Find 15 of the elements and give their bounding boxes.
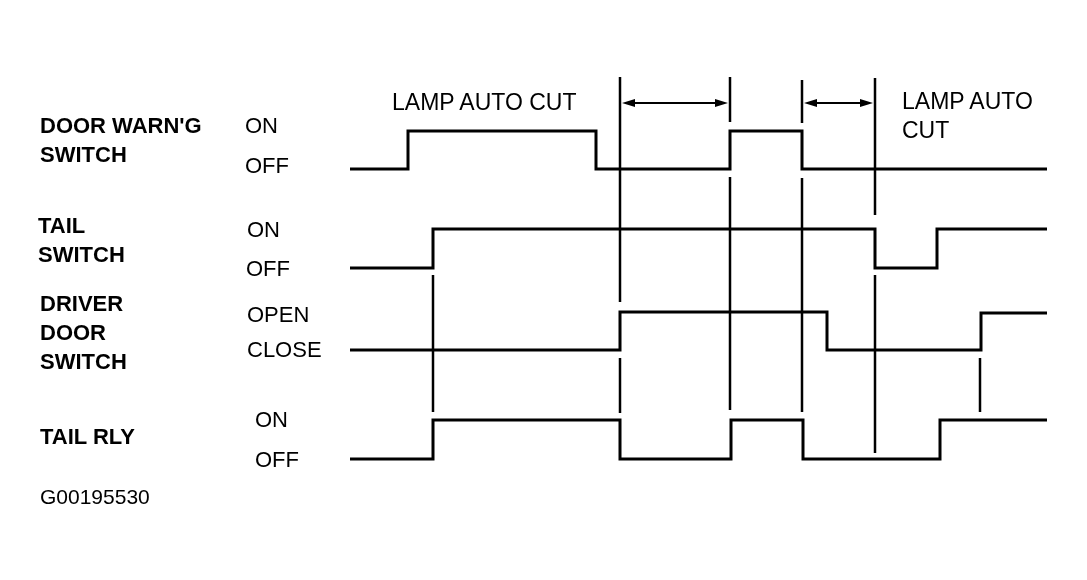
state-label: CLOSE <box>247 336 322 364</box>
state-label: OFF <box>245 152 289 180</box>
state-label: ON <box>255 406 288 434</box>
signal-name: TAIL RLY <box>40 423 135 451</box>
state-label: ON <box>245 112 278 140</box>
signal-name: DRIVER DOOR SWITCH <box>40 290 128 376</box>
state-label: OFF <box>246 255 290 283</box>
signal-name: TAIL SWITCH <box>38 212 126 269</box>
state-label: ON <box>247 216 280 244</box>
state-label: OFF <box>255 446 299 474</box>
signal-name: DOOR WARN'G SWITCH <box>40 112 203 169</box>
annotation-text: LAMP AUTO CUT <box>902 87 1034 145</box>
state-label: OPEN <box>247 301 310 329</box>
annotation-text: LAMP AUTO CUT <box>392 88 577 117</box>
figure-number: G00195530 <box>40 484 150 510</box>
